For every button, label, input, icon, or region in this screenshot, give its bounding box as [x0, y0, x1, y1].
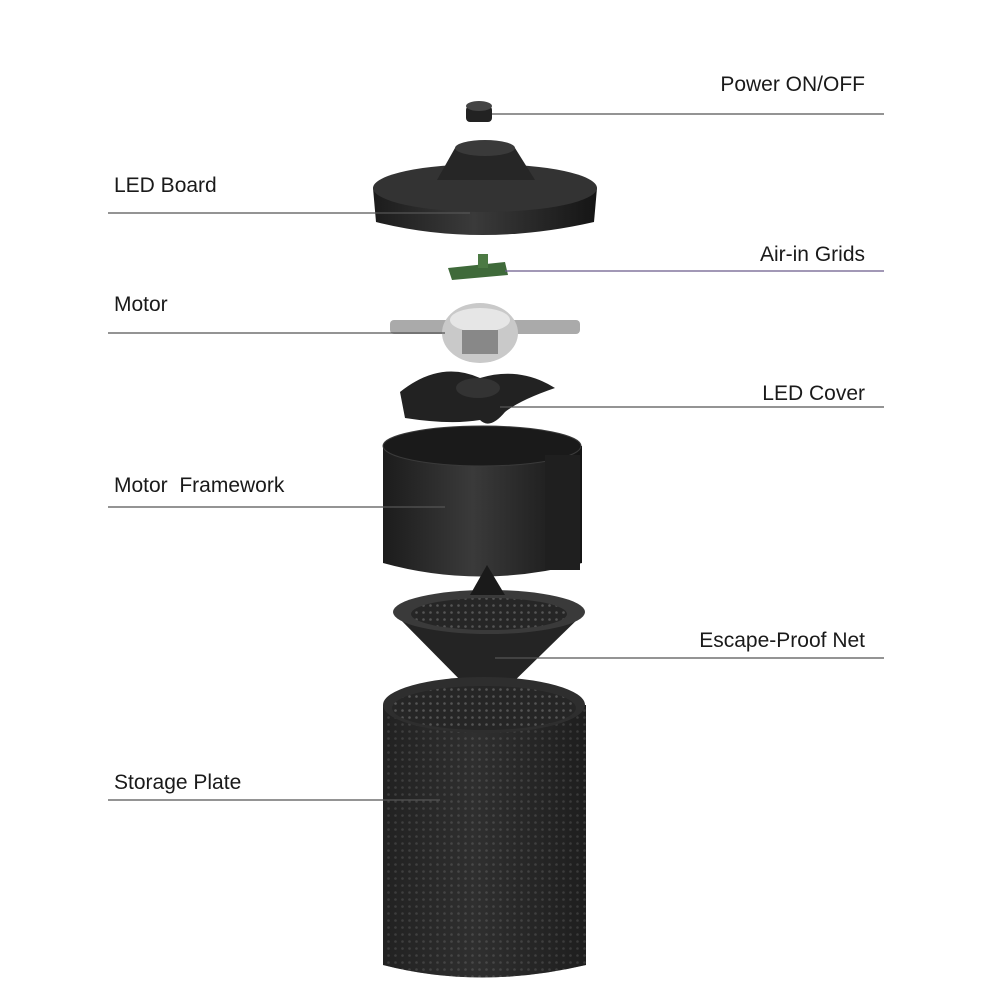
motor-framework-part: [382, 425, 582, 577]
led-board-part: [373, 140, 597, 235]
label-led-cover: LED Cover: [762, 382, 865, 405]
led-cover-part: [400, 371, 555, 424]
escape-proof-net-part: [393, 565, 585, 690]
storage-plate-part: [383, 677, 586, 978]
label-motor-framework: Motor Framework: [114, 474, 285, 497]
label-led-board: LED Board: [114, 174, 217, 197]
label-escape-proof-net: Escape-Proof Net: [699, 629, 865, 652]
power-button-part: [466, 101, 492, 122]
label-air-in-grids: Air-in Grids: [759, 243, 865, 266]
label-storage-plate: Storage Plate: [114, 771, 242, 794]
air-in-grids-part: [448, 254, 508, 280]
leader-lines: [108, 113, 884, 801]
label-motor: Motor: [114, 293, 168, 316]
motor-part: [390, 303, 580, 363]
label-power-on-off: Power ON/OFF: [720, 73, 865, 96]
